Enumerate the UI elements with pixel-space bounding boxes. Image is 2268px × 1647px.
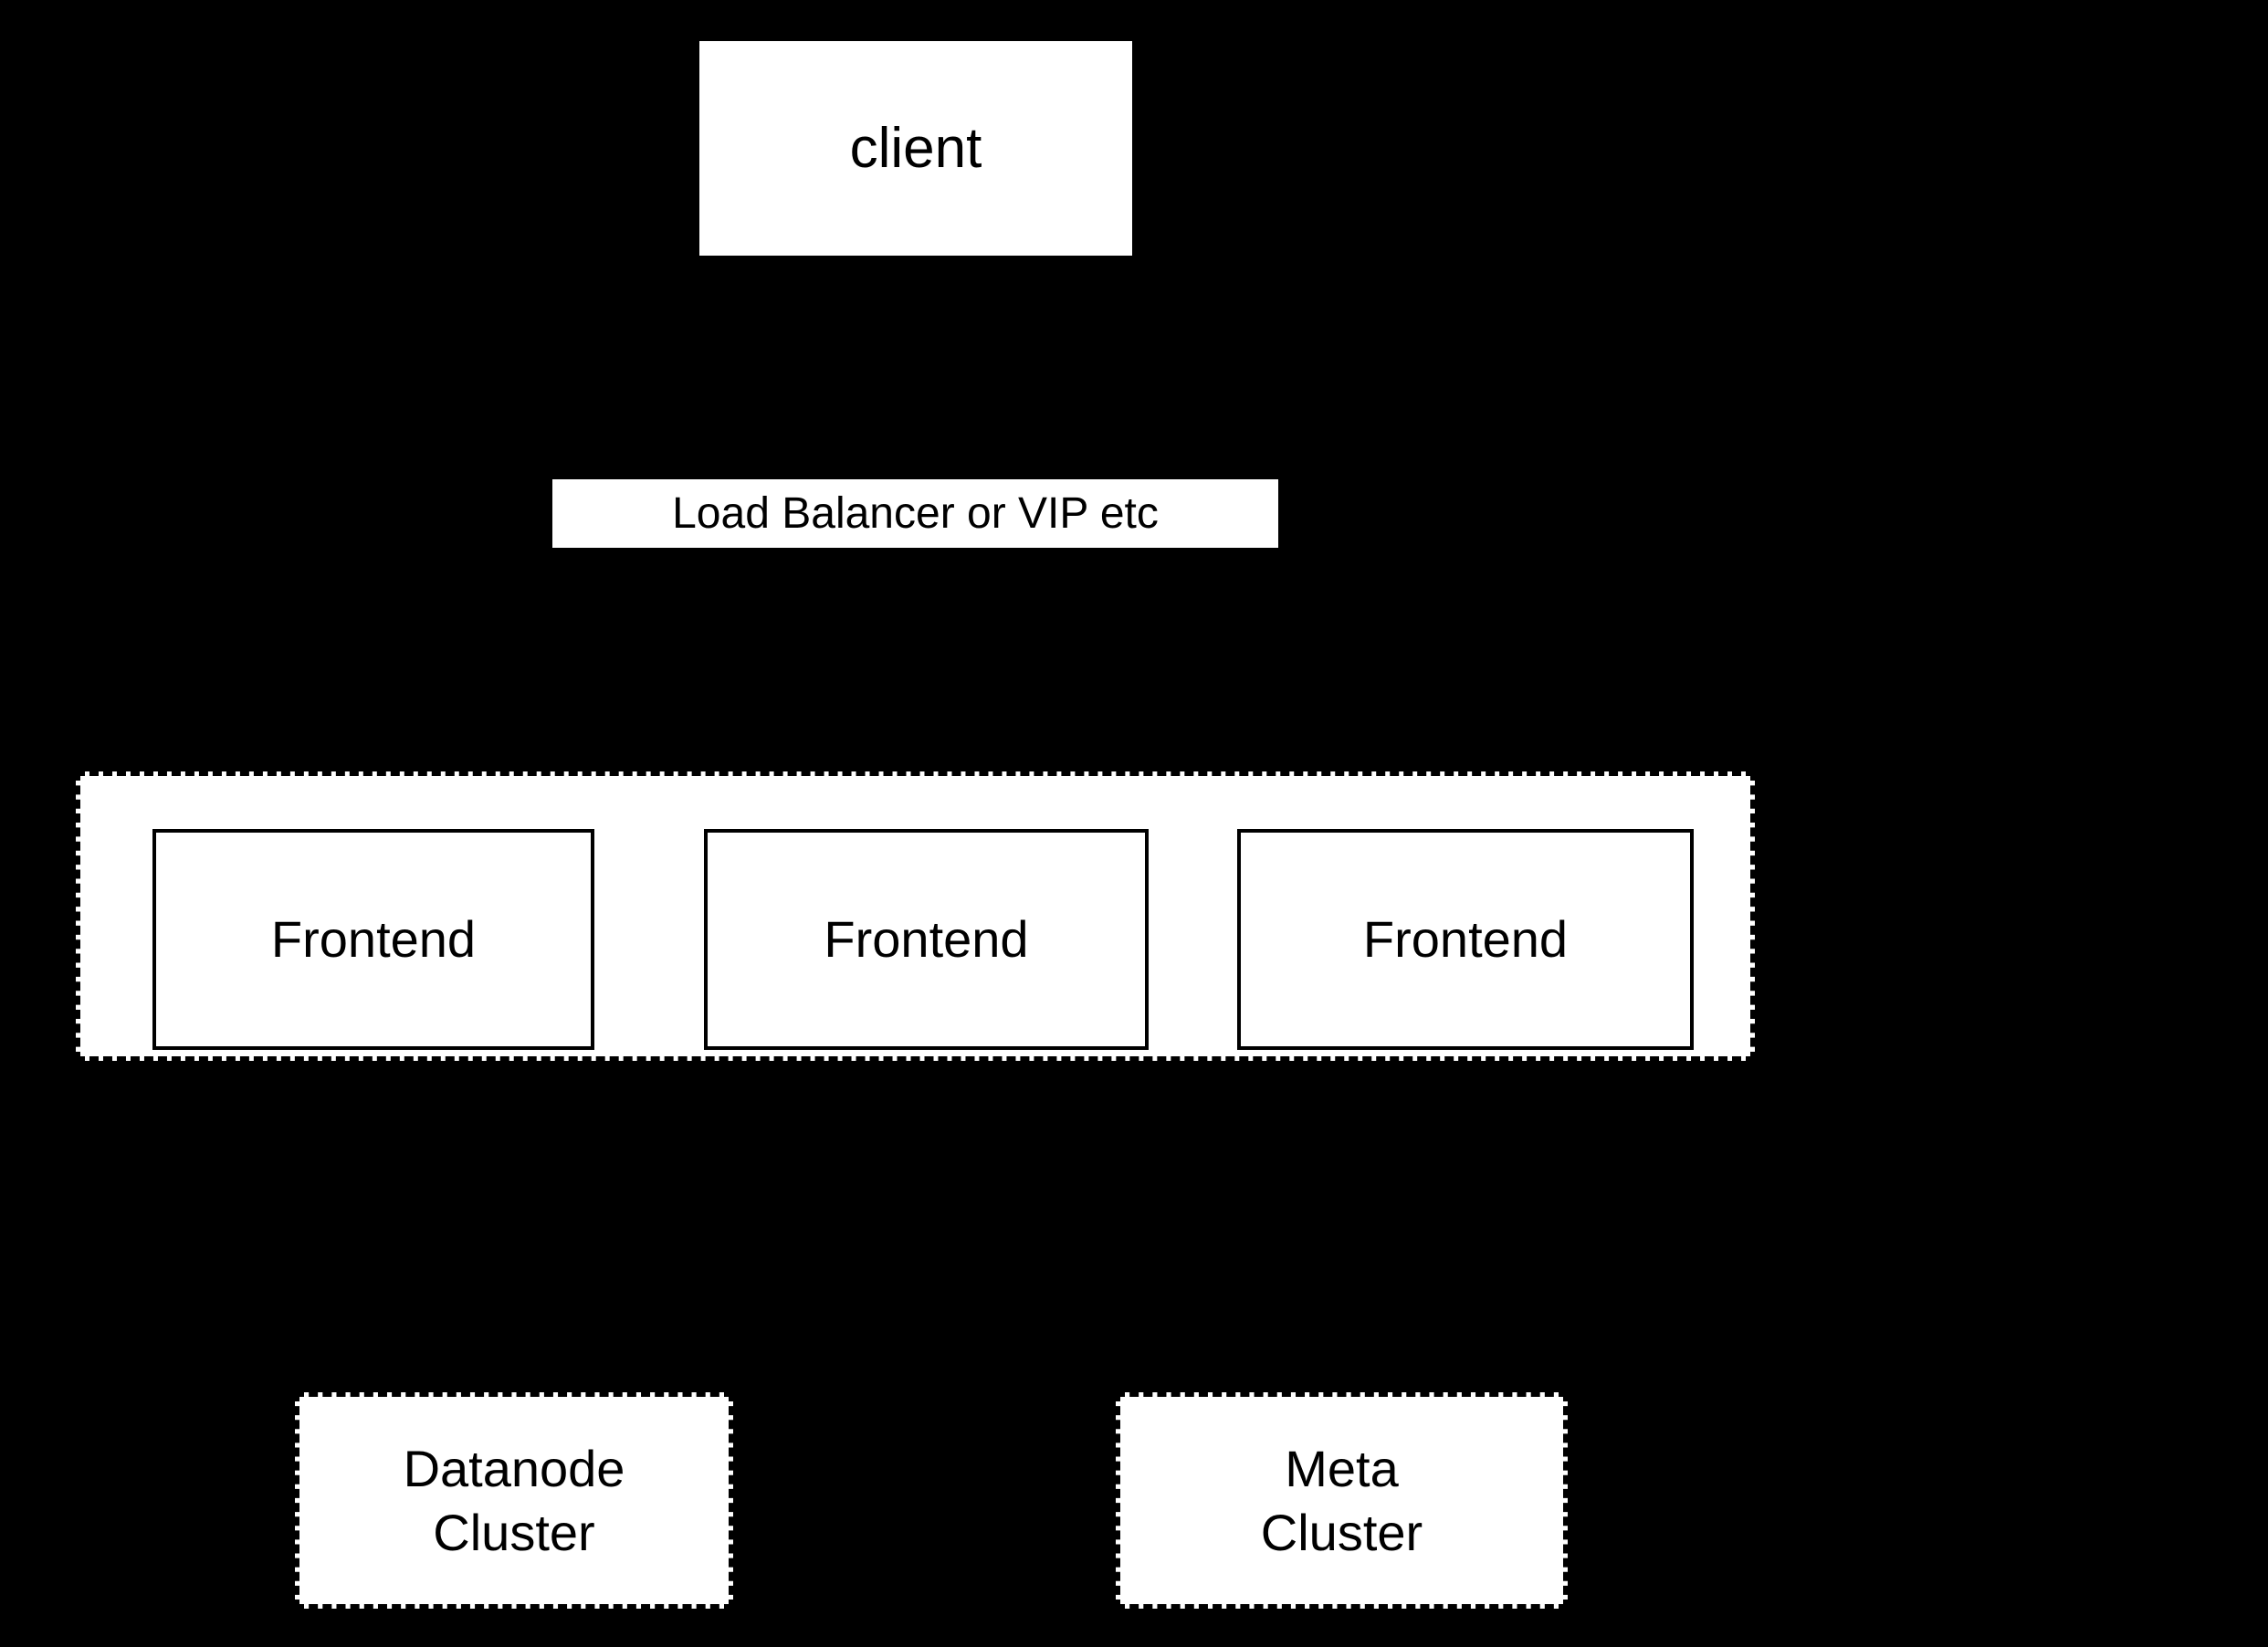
node-meta-cluster-label: Meta Cluster: [1260, 1439, 1423, 1561]
node-load-balancer[interactable]: Load Balancer or VIP etc: [552, 479, 1278, 548]
node-client-label: client: [849, 116, 982, 180]
node-datanode-cluster-label: Datanode Cluster: [403, 1439, 625, 1561]
node-frontend-1[interactable]: Frontend: [152, 829, 594, 1050]
node-load-balancer-label: Load Balancer or VIP etc: [672, 488, 1159, 538]
node-frontend-1-label: Frontend: [270, 910, 477, 968]
node-frontend-3[interactable]: Frontend: [1237, 829, 1694, 1050]
frontend-cluster-group[interactable]: Frontend Frontend Frontend: [76, 771, 1755, 1061]
node-frontend-2[interactable]: Frontend: [704, 829, 1149, 1050]
node-meta-cluster[interactable]: Meta Cluster: [1116, 1392, 1568, 1609]
node-client[interactable]: client: [699, 41, 1132, 256]
node-datanode-cluster[interactable]: Datanode Cluster: [295, 1392, 733, 1609]
node-frontend-2-label: Frontend: [824, 910, 1029, 968]
node-frontend-3-label: Frontend: [1362, 910, 1569, 968]
